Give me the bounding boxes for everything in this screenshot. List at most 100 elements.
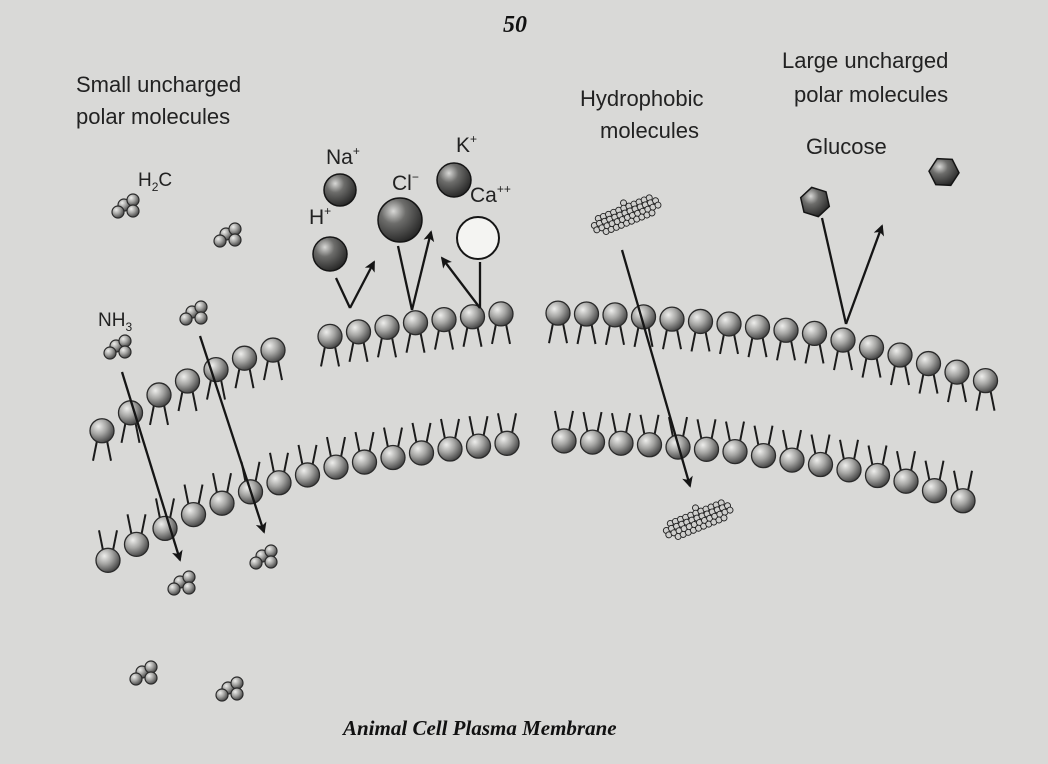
ca-ion-sphere	[456, 216, 500, 260]
polar-molecule	[213, 222, 242, 248]
lipid-head	[608, 430, 634, 456]
cl-ion-label: Cl−	[392, 170, 419, 195]
lipid-head	[231, 345, 258, 371]
lipid-head	[659, 306, 685, 332]
glucose-arrow-out	[844, 224, 885, 325]
lipid-head	[836, 457, 862, 483]
lipid-head	[693, 436, 720, 462]
bounce-arrow-out	[440, 256, 481, 309]
upper-lipid	[260, 337, 286, 381]
lipid-head	[431, 306, 457, 333]
lipid-head	[465, 433, 492, 459]
upper-lipid	[231, 345, 258, 389]
lower-lipid	[693, 419, 720, 462]
atom-sphere	[129, 672, 143, 686]
atom-sphere	[264, 555, 278, 569]
atom-sphere	[118, 334, 132, 348]
upper-lipid	[858, 334, 885, 378]
lipid-head	[830, 327, 856, 353]
lower-lipid	[95, 530, 121, 573]
lipid-head	[750, 443, 777, 469]
lipid-head	[807, 451, 834, 478]
upper-lipid	[801, 320, 828, 364]
polar-molecule	[179, 300, 208, 326]
upper-lipid	[488, 301, 514, 345]
lipid-head	[209, 490, 235, 516]
page-number: 50	[503, 12, 527, 38]
lipid-head	[123, 531, 150, 558]
lipid-head	[950, 488, 976, 514]
upper-lipid	[944, 359, 970, 403]
lipid-head	[864, 462, 891, 489]
upper-lipid	[545, 300, 571, 344]
atom-sphere	[194, 311, 208, 325]
lipid-head	[317, 323, 343, 350]
lipid-head	[921, 478, 948, 504]
lipid-head	[602, 302, 628, 328]
lower-lipid	[807, 434, 834, 478]
upper-lipid	[146, 382, 172, 426]
k-ion-sphere	[436, 162, 472, 198]
hydrophobic-bead	[720, 514, 728, 522]
hydrophobic-bead	[648, 209, 656, 217]
lipid-head	[915, 350, 942, 377]
lower-lipid	[551, 410, 577, 454]
atom-sphere	[126, 193, 140, 207]
lipid-head	[636, 432, 663, 458]
atom-sphere	[144, 671, 158, 685]
lipid-head	[380, 444, 406, 471]
diffusion-arrow	[120, 371, 183, 562]
bounce-arrow-in	[334, 277, 352, 309]
upper-lipid	[830, 327, 856, 371]
atom-sphere	[264, 544, 278, 558]
lipid-head	[944, 359, 970, 385]
diffusion-arrow	[198, 335, 267, 534]
h2c-molecule	[111, 193, 140, 219]
upper-lipid	[630, 304, 657, 348]
upper-lipid	[972, 367, 999, 411]
upper-lipid	[573, 301, 600, 345]
atom-sphere	[179, 312, 193, 326]
lower-lipid	[836, 439, 862, 483]
lipid-head	[146, 382, 172, 408]
atom-sphere	[182, 570, 196, 584]
k-ion-label: K+	[456, 132, 478, 157]
lipid-head	[260, 337, 286, 363]
lipid-head	[294, 462, 321, 488]
atom-sphere	[182, 581, 196, 595]
upper-lipid	[402, 310, 429, 353]
lower-lipid	[180, 484, 207, 528]
hydrophobic-label-line2: molecules	[600, 118, 700, 143]
hydrophobic-cluster-bottom	[662, 499, 734, 540]
polar-molecule	[249, 544, 278, 570]
upper-lipid	[744, 314, 771, 358]
lipid-head	[345, 319, 372, 345]
cl-ion-sphere	[377, 197, 423, 243]
lipid-head	[180, 501, 207, 528]
lower-lipid	[294, 444, 321, 488]
ca-ion-label: Ca++	[470, 182, 511, 207]
lipid-head	[630, 304, 657, 330]
lipid-head	[744, 314, 771, 340]
hydrophobic-crossing-arrow	[620, 249, 693, 488]
hydrophobic-bead	[726, 506, 734, 514]
atom-sphere	[126, 204, 140, 218]
small-polar-molecules	[103, 193, 278, 702]
large-polar-label-line2: polar molecules	[794, 82, 949, 107]
lipid-head	[887, 342, 913, 368]
polar-molecule	[167, 570, 196, 596]
lower-lipid	[323, 436, 349, 480]
upper-lipid	[887, 342, 913, 386]
lipid-head	[89, 418, 115, 444]
lipid-head	[266, 470, 292, 496]
lipid-head	[117, 400, 144, 426]
glucose-hexagon-right	[928, 157, 960, 187]
upper-lipid-leaflet	[89, 300, 999, 461]
lipid-head	[437, 436, 463, 462]
atom-sphere	[111, 205, 125, 219]
polar-molecule	[215, 676, 244, 702]
glucose-label: Glucose	[806, 134, 887, 159]
lower-lipid	[950, 470, 976, 514]
atom-sphere	[144, 660, 158, 674]
lipid-head	[174, 368, 201, 394]
